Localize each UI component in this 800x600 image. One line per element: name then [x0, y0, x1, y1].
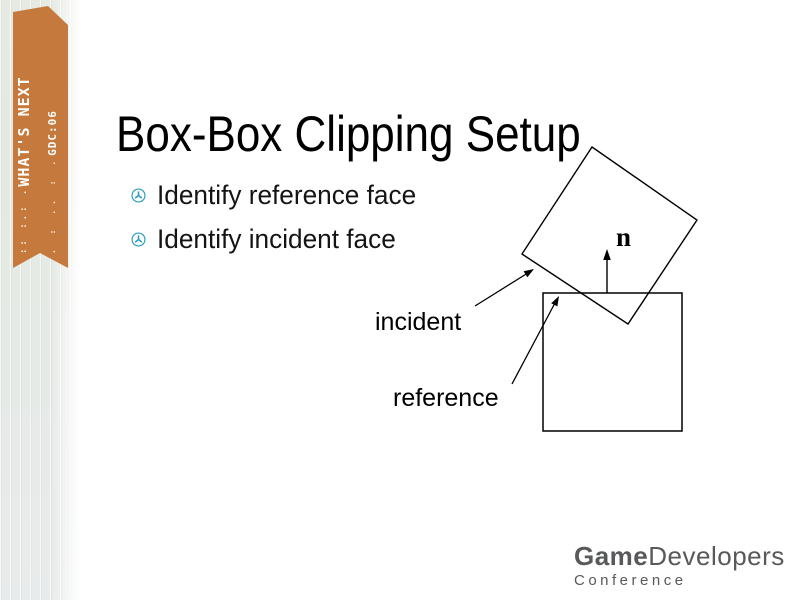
logo-game-text: Game [574, 541, 649, 571]
bullet-item-incident-face: Identify incident face [131, 221, 424, 257]
reference-box [542, 292, 683, 432]
incident-face-label: incident [375, 308, 462, 336]
logo-developers-text: Developers [648, 541, 785, 571]
incident-arrow [474, 269, 534, 307]
bullet-list: Identify reference face Identify inciden… [131, 177, 424, 265]
trefoil-bullet-icon [131, 187, 146, 203]
gdc-logo: GameDevelopers Conference [574, 542, 785, 589]
bullet-item-reference-face: Identify reference face [131, 177, 424, 213]
incident-box [521, 146, 698, 325]
bullet-label: Identify reference face [157, 180, 417, 210]
slide-title: Box-Box Clipping Setup [116, 105, 581, 162]
normal-arrow [603, 249, 611, 293]
reference-arrow [511, 296, 559, 385]
bullet-label: Identify incident face [157, 224, 396, 254]
logo-conference-text: Conference [574, 571, 687, 589]
logo-main-line: GameDevelopers [574, 542, 785, 571]
trefoil-bullet-icon [131, 231, 146, 247]
gdc-ribbon: :: :.: .WHAT'S NEXT . : .. : .GDC:06 [13, 6, 68, 268]
reference-face-label: reference [393, 384, 499, 412]
normal-vector-label: n [616, 222, 632, 252]
